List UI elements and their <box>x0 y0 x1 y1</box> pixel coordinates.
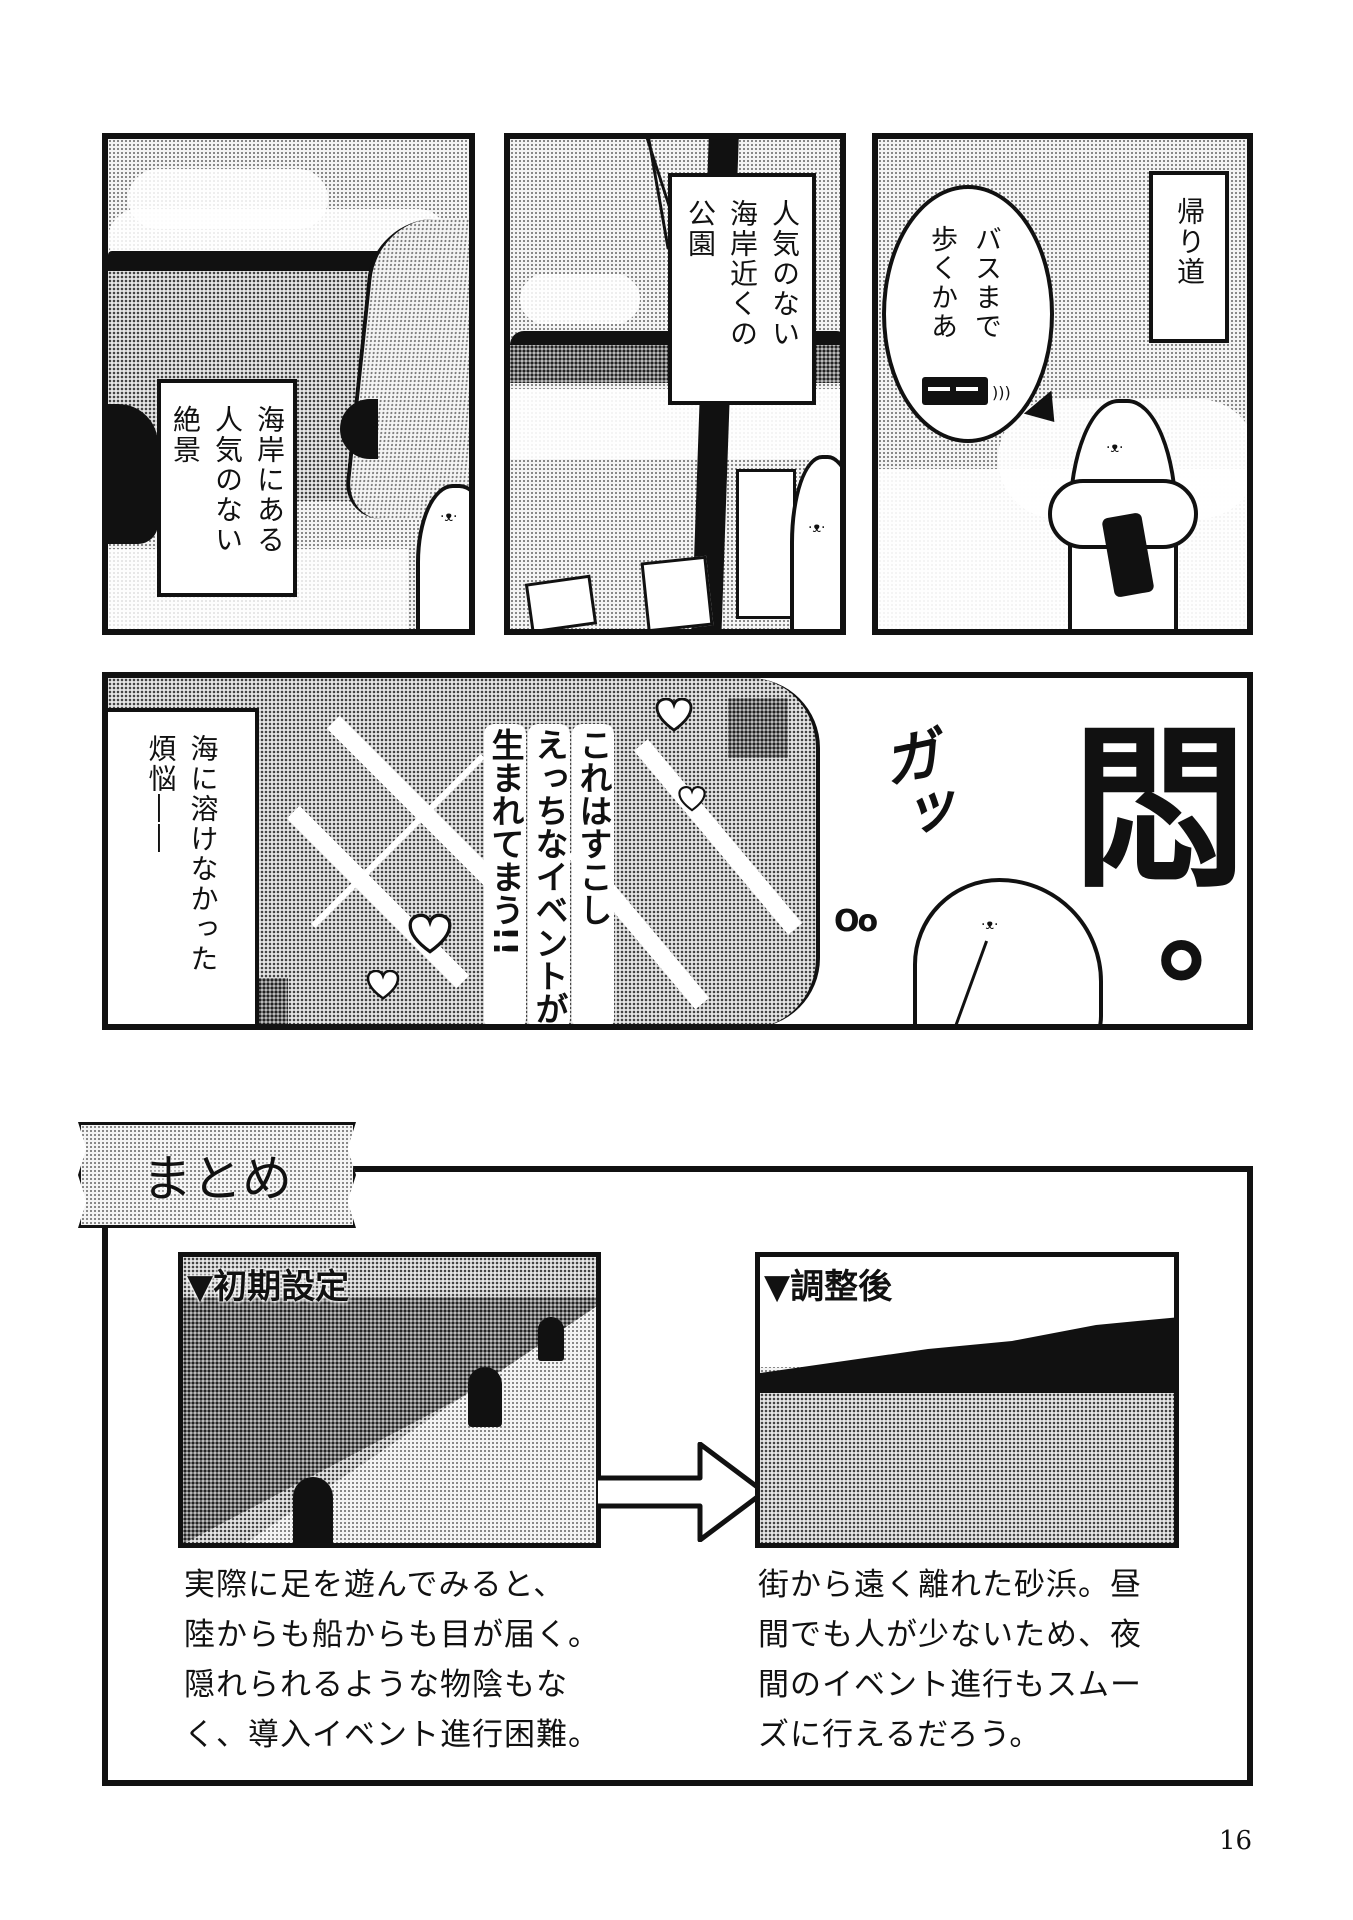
caption-text: 絶景 <box>169 405 202 465</box>
bollard <box>468 1367 502 1427</box>
cat-character: ·ᴥ· <box>790 455 840 629</box>
before-line: く、導入イベント進行困難。 <box>184 1717 600 1753</box>
heart-icon <box>678 786 706 812</box>
cat-face: ·ᴥ· <box>981 917 999 933</box>
speech-text: バスまで <box>970 225 1001 341</box>
big-sfx-mark: 。 <box>1158 843 1247 1018</box>
cat-character: ·ᴥ· <box>416 484 469 629</box>
caption-text: 海岸近くの <box>726 199 759 349</box>
heart-icon <box>655 697 693 732</box>
after-line: 間のイベント進行もスムー <box>758 1667 1142 1703</box>
concrete-block <box>524 574 598 629</box>
heart-icon <box>366 969 400 1000</box>
caption-text: 人気のない <box>768 199 801 349</box>
cat-face: ·ᴥ· <box>440 509 458 525</box>
caption-text: 煩悩―― <box>144 734 178 854</box>
after-line: ズに行えるだろう。 <box>758 1717 1042 1753</box>
right-arrow-icon <box>598 1441 768 1543</box>
before-line: 実際に足を遊んでみると、 <box>184 1567 566 1603</box>
caption-box: 人気のない 海岸近くの 公園 <box>668 173 816 405</box>
caption-box: 海岸にある 人気のない 絶景 <box>157 379 297 597</box>
summary-tag: まとめ <box>78 1122 356 1228</box>
bollard <box>538 1317 564 1361</box>
thought-text: これはすこし <box>572 724 614 1024</box>
caption-box: 帰り道 <box>1149 171 1229 343</box>
speech-text: 歩くかあ <box>926 225 957 341</box>
before-label: ▼初期設定 <box>187 1267 350 1307</box>
thought-text: 生まれてまう!! <box>484 724 526 1024</box>
motion-lines-icon: ))) <box>992 383 1011 402</box>
page-number: 16 <box>1219 1826 1253 1856</box>
after-line: 間でも人が少ないため、夜 <box>758 1617 1142 1653</box>
heart-icon <box>408 913 452 955</box>
mosaic-block <box>728 698 788 758</box>
caption-text: 海に溶けなかった <box>186 734 220 974</box>
before-description: 実際に足を遊んでみると、 陸からも船からも目が届く。 隠れられるような物陰もな … <box>184 1560 600 1760</box>
after-photo: ▼調整後 <box>755 1252 1179 1548</box>
thought-text: えっちなイベントが <box>528 724 570 1024</box>
before-line: 陸からも船からも目が届く。 <box>184 1617 600 1653</box>
caption-text: 公園 <box>684 199 717 259</box>
caption-text: 海岸にある <box>253 405 286 555</box>
summary-tag-label: まとめ <box>142 1150 292 1208</box>
concrete-block <box>640 555 714 629</box>
cat-face: ·ᴥ· <box>1106 440 1124 456</box>
cloud-shape <box>520 274 640 324</box>
panel-way-home: バスまで 歩くかあ ))) 帰り道 ·ᴥ· <box>872 133 1253 635</box>
caption-text: 人気のない <box>211 405 244 555</box>
after-line: 街から遠く離れた砂浜。昼 <box>758 1567 1142 1603</box>
speech-text-wrap: バスまで 歩くかあ <box>922 225 1004 341</box>
caption-text: 帰り道 <box>1173 197 1206 287</box>
after-label: ▼調整後 <box>764 1267 893 1307</box>
rock-left <box>108 404 158 544</box>
sandy-beach <box>760 1393 1174 1543</box>
thought-bubble-tail: Oo <box>834 904 878 939</box>
bollard <box>293 1477 333 1543</box>
big-sfx-kanji: 悶 <box>1072 709 1247 912</box>
before-line: 隠れられるような物陰もな <box>184 1667 568 1703</box>
panel-coast-view: ·ᴥ· 海岸にある 人気のない 絶景 <box>102 133 475 635</box>
cat-face: ·ᴥ· <box>808 520 826 536</box>
concrete-block <box>736 469 796 619</box>
bus-icon <box>922 377 988 405</box>
panel-fantasy: 海に溶けなかった 煩悩―― これはすこし えっちなイベントが 生まれてまう!! … <box>102 672 1253 1030</box>
horizon-land <box>108 251 408 271</box>
sfx-text: ガッ <box>866 722 958 850</box>
thought-text-wrap: これはすこし えっちなイベントが 生まれてまう!! <box>484 724 614 1024</box>
before-photo: ▼初期設定 <box>178 1252 601 1548</box>
after-description: 街から遠く離れた砂浜。昼 間でも人が少ないため、夜 間のイベント進行もスムー ズ… <box>758 1560 1142 1760</box>
panel-coastal-park: ·ᴥ· 人気のない 海岸近くの 公園 <box>504 133 846 635</box>
caption-box: 海に溶けなかった 煩悩―― <box>108 708 259 1024</box>
